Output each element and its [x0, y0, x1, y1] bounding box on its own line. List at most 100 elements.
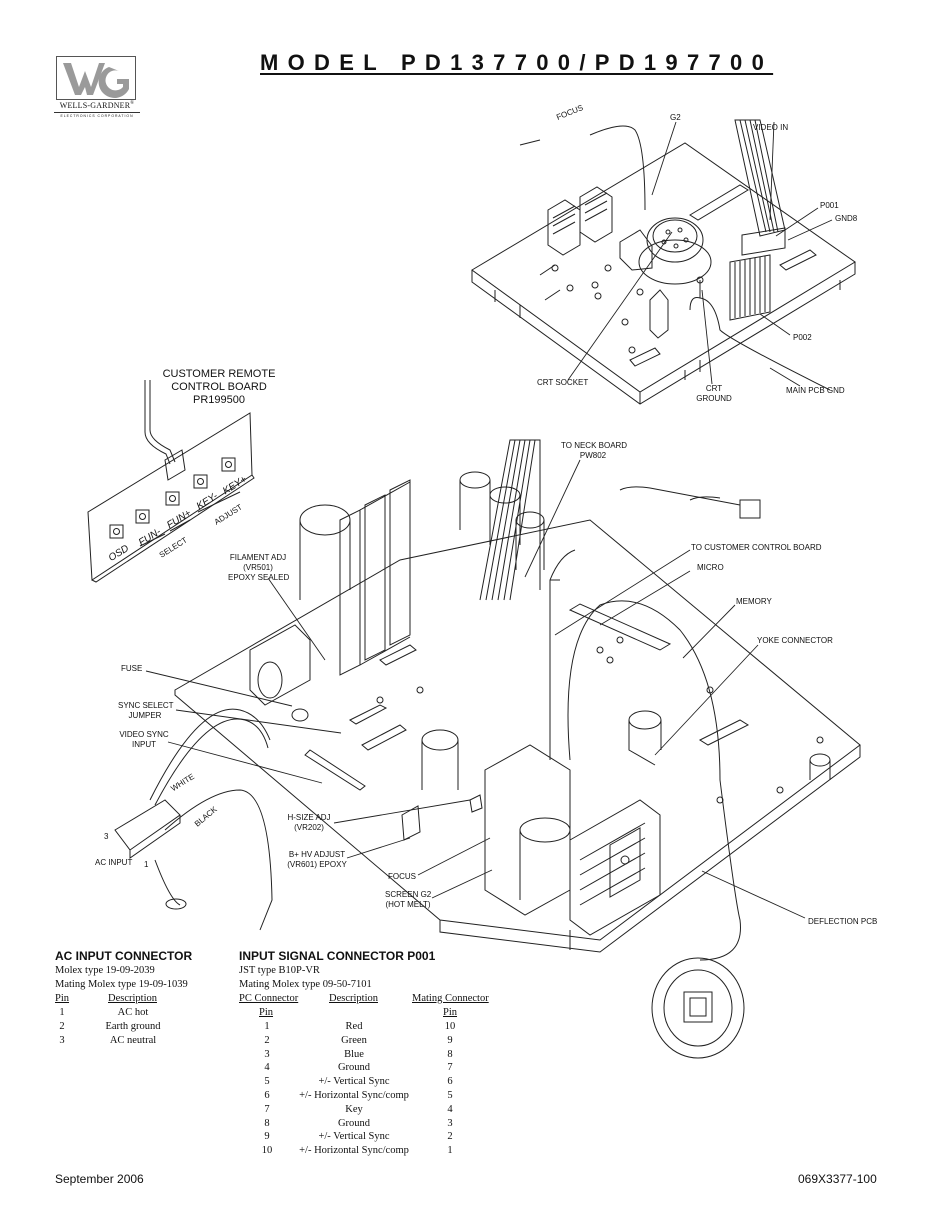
signal-row-mating-pin: 4 [447, 1103, 453, 1115]
label-filament-adj: FILAMENT ADJ (VR501) EPOXY SEALED [228, 553, 290, 583]
signal-col-mating: Mating Connector [412, 993, 489, 1004]
signal-row-pc-pin: 3 [264, 1048, 270, 1060]
ac-col-pin: Pin [55, 993, 70, 1004]
signal-row-description: Red [345, 1021, 363, 1032]
label-customer-remote: CUSTOMER REMOTE CONTROL BOARD PR199500 [160, 368, 278, 407]
label-h-size-line1: H-SIZE ADJ [287, 813, 331, 822]
label-customer-remote-line2: CONTROL BOARD [171, 381, 267, 393]
label-filament-adj-line2: (VR501) [243, 563, 273, 572]
signal-row-pc-pin: 1 [264, 1021, 270, 1032]
label-h-size-line2: (VR202) [294, 823, 324, 832]
signal-col-description: Description [329, 993, 378, 1004]
brand-logo [56, 56, 136, 100]
label-sync-select-line1: SYNC SELECT [118, 701, 174, 710]
signal-row-pc-pin: 2 [264, 1034, 270, 1046]
label-ac-input: AC INPUT [95, 858, 133, 867]
label-filament-adj-line3: EPOXY SEALED [228, 573, 290, 582]
label-pin-3: 3 [104, 832, 109, 841]
signal-row-description: Key [345, 1103, 363, 1115]
signal-row-pc-pin: 7 [264, 1103, 270, 1115]
label-screen-g2-line1: SCREEN G2 [385, 890, 432, 899]
ac-connector-molex: Molex type 19-09-2039 [55, 965, 155, 976]
signal-row-pc-pin: 10 [261, 1145, 273, 1157]
brand-name-text: WELLS-GARDNER [59, 101, 131, 110]
signal-row-description: +/- Vertical Sync [318, 1131, 390, 1143]
label-to-neck-board: TO NECK BOARD PW802 [561, 441, 628, 461]
label-video-sync: VIDEO SYNC INPUT [119, 730, 169, 750]
signal-col-pc-pin: Pin [259, 1007, 274, 1018]
label-main-pcb-gnd: MAIN PCB GND [786, 386, 845, 395]
label-sync-select-line2: JUMPER [128, 711, 162, 720]
footer-date: September 2006 [55, 1172, 144, 1186]
label-micro: MICRO [697, 563, 724, 572]
label-sync-select: SYNC SELECT JUMPER [118, 701, 174, 721]
signal-connector-jst: JST type B10P-VR [239, 965, 320, 976]
ac-row-pin: 1 [59, 1007, 65, 1018]
signal-row-mating-pin: 6 [447, 1076, 453, 1088]
remote-board-illustration [87, 380, 255, 583]
label-focus-bottom: FOCUS [388, 872, 416, 881]
label-video-in: VIDEO IN [753, 123, 789, 132]
label-screen-g2: SCREEN G2 (HOT MELT) [385, 890, 431, 910]
label-screen-g2-line2: (HOT MELT) [385, 900, 431, 909]
signal-col-pc: PC Connector [239, 993, 299, 1004]
label-b-hv-line1: B+ HV ADJUST [288, 850, 346, 859]
ac-connector-mating: Mating Molex type 19-09-1039 [55, 979, 188, 990]
signal-row-mating-pin: 9 [447, 1034, 453, 1046]
label-fuse: FUSE [121, 664, 143, 673]
label-customer-remote-line1: CUSTOMER REMOTE [162, 368, 276, 380]
page-title: MODEL PD137700/PD197700 [260, 50, 774, 75]
signal-row-description: +/- Vertical Sync [318, 1076, 390, 1088]
ac-col-description: Description [108, 993, 157, 1004]
label-video-sync-line2: INPUT [132, 740, 156, 749]
label-crt-ground-line2: GROUND [696, 394, 732, 403]
label-g2: G2 [670, 113, 681, 122]
ac-row-pin: 2 [59, 1020, 65, 1032]
signal-row-description: Ground [337, 1117, 371, 1129]
signal-row-pc-pin: 9 [264, 1131, 270, 1143]
signal-row-mating-pin: 3 [447, 1117, 453, 1129]
label-customer-remote-line3: PR199500 [193, 394, 245, 406]
label-to-neck-board-line2: PW802 [579, 451, 607, 460]
label-gnd8: GND8 [835, 214, 858, 223]
signal-row-pc-pin: 5 [264, 1076, 270, 1088]
signal-connector-heading: INPUT SIGNAL CONNECTOR P001 [239, 949, 436, 963]
signal-row-description: Blue [344, 1048, 364, 1060]
label-memory: MEMORY [736, 597, 772, 606]
label-crt-socket: CRT SOCKET [537, 378, 589, 387]
signal-row-description: Green [341, 1034, 367, 1046]
brand-divider [54, 112, 140, 113]
label-to-customer-control: TO CUSTOMER CONTROL BOARD [691, 543, 822, 552]
label-p001: P001 [820, 201, 839, 210]
signal-row-pc-pin: 6 [264, 1090, 270, 1101]
brand-registered: ® [130, 101, 135, 106]
signal-col-mating-pin: Pin [443, 1007, 458, 1018]
label-to-neck-board-line1: TO NECK BOARD [561, 441, 628, 450]
neck-board-illustration [471, 119, 856, 405]
label-h-size-adj: H-SIZE ADJ (VR202) [286, 813, 332, 833]
signal-row-description: Ground [337, 1062, 371, 1074]
main-board-illustration [114, 439, 861, 1059]
ac-connector-heading: AC INPUT CONNECTOR [55, 949, 193, 963]
label-b-hv-line2: (VR601) EPOXY [287, 860, 347, 869]
footer-doc-number: 069X3377-100 [798, 1172, 877, 1186]
signal-row-mating-pin: 1 [447, 1145, 453, 1157]
label-crt-ground-line1: CRT [705, 384, 723, 393]
label-filament-adj-line1: FILAMENT ADJ [229, 553, 287, 562]
wg-logo-icon [57, 57, 135, 99]
brand-sub: ELECTRONICS CORPORATION [60, 114, 134, 118]
signal-connector-mating: Mating Molex type 09-50-7101 [239, 979, 372, 990]
label-video-sync-line1: VIDEO SYNC [119, 730, 169, 739]
signal-row-mating-pin: 10 [444, 1021, 456, 1032]
signal-row-mating-pin: 2 [447, 1131, 453, 1143]
signal-row-mating-pin: 5 [447, 1090, 453, 1101]
ac-row-description: AC neutral [109, 1034, 157, 1046]
label-crt-ground: CRT GROUND [690, 384, 738, 404]
brand-name: WELLS-GARDNER® [54, 101, 140, 110]
label-deflection-pcb: DEFLECTION PCB [808, 917, 878, 926]
signal-row-pc-pin: 4 [264, 1062, 270, 1074]
label-yoke-connector: YOKE CONNECTOR [757, 636, 833, 645]
label-p002: P002 [793, 333, 812, 342]
leader-lines [145, 121, 833, 919]
